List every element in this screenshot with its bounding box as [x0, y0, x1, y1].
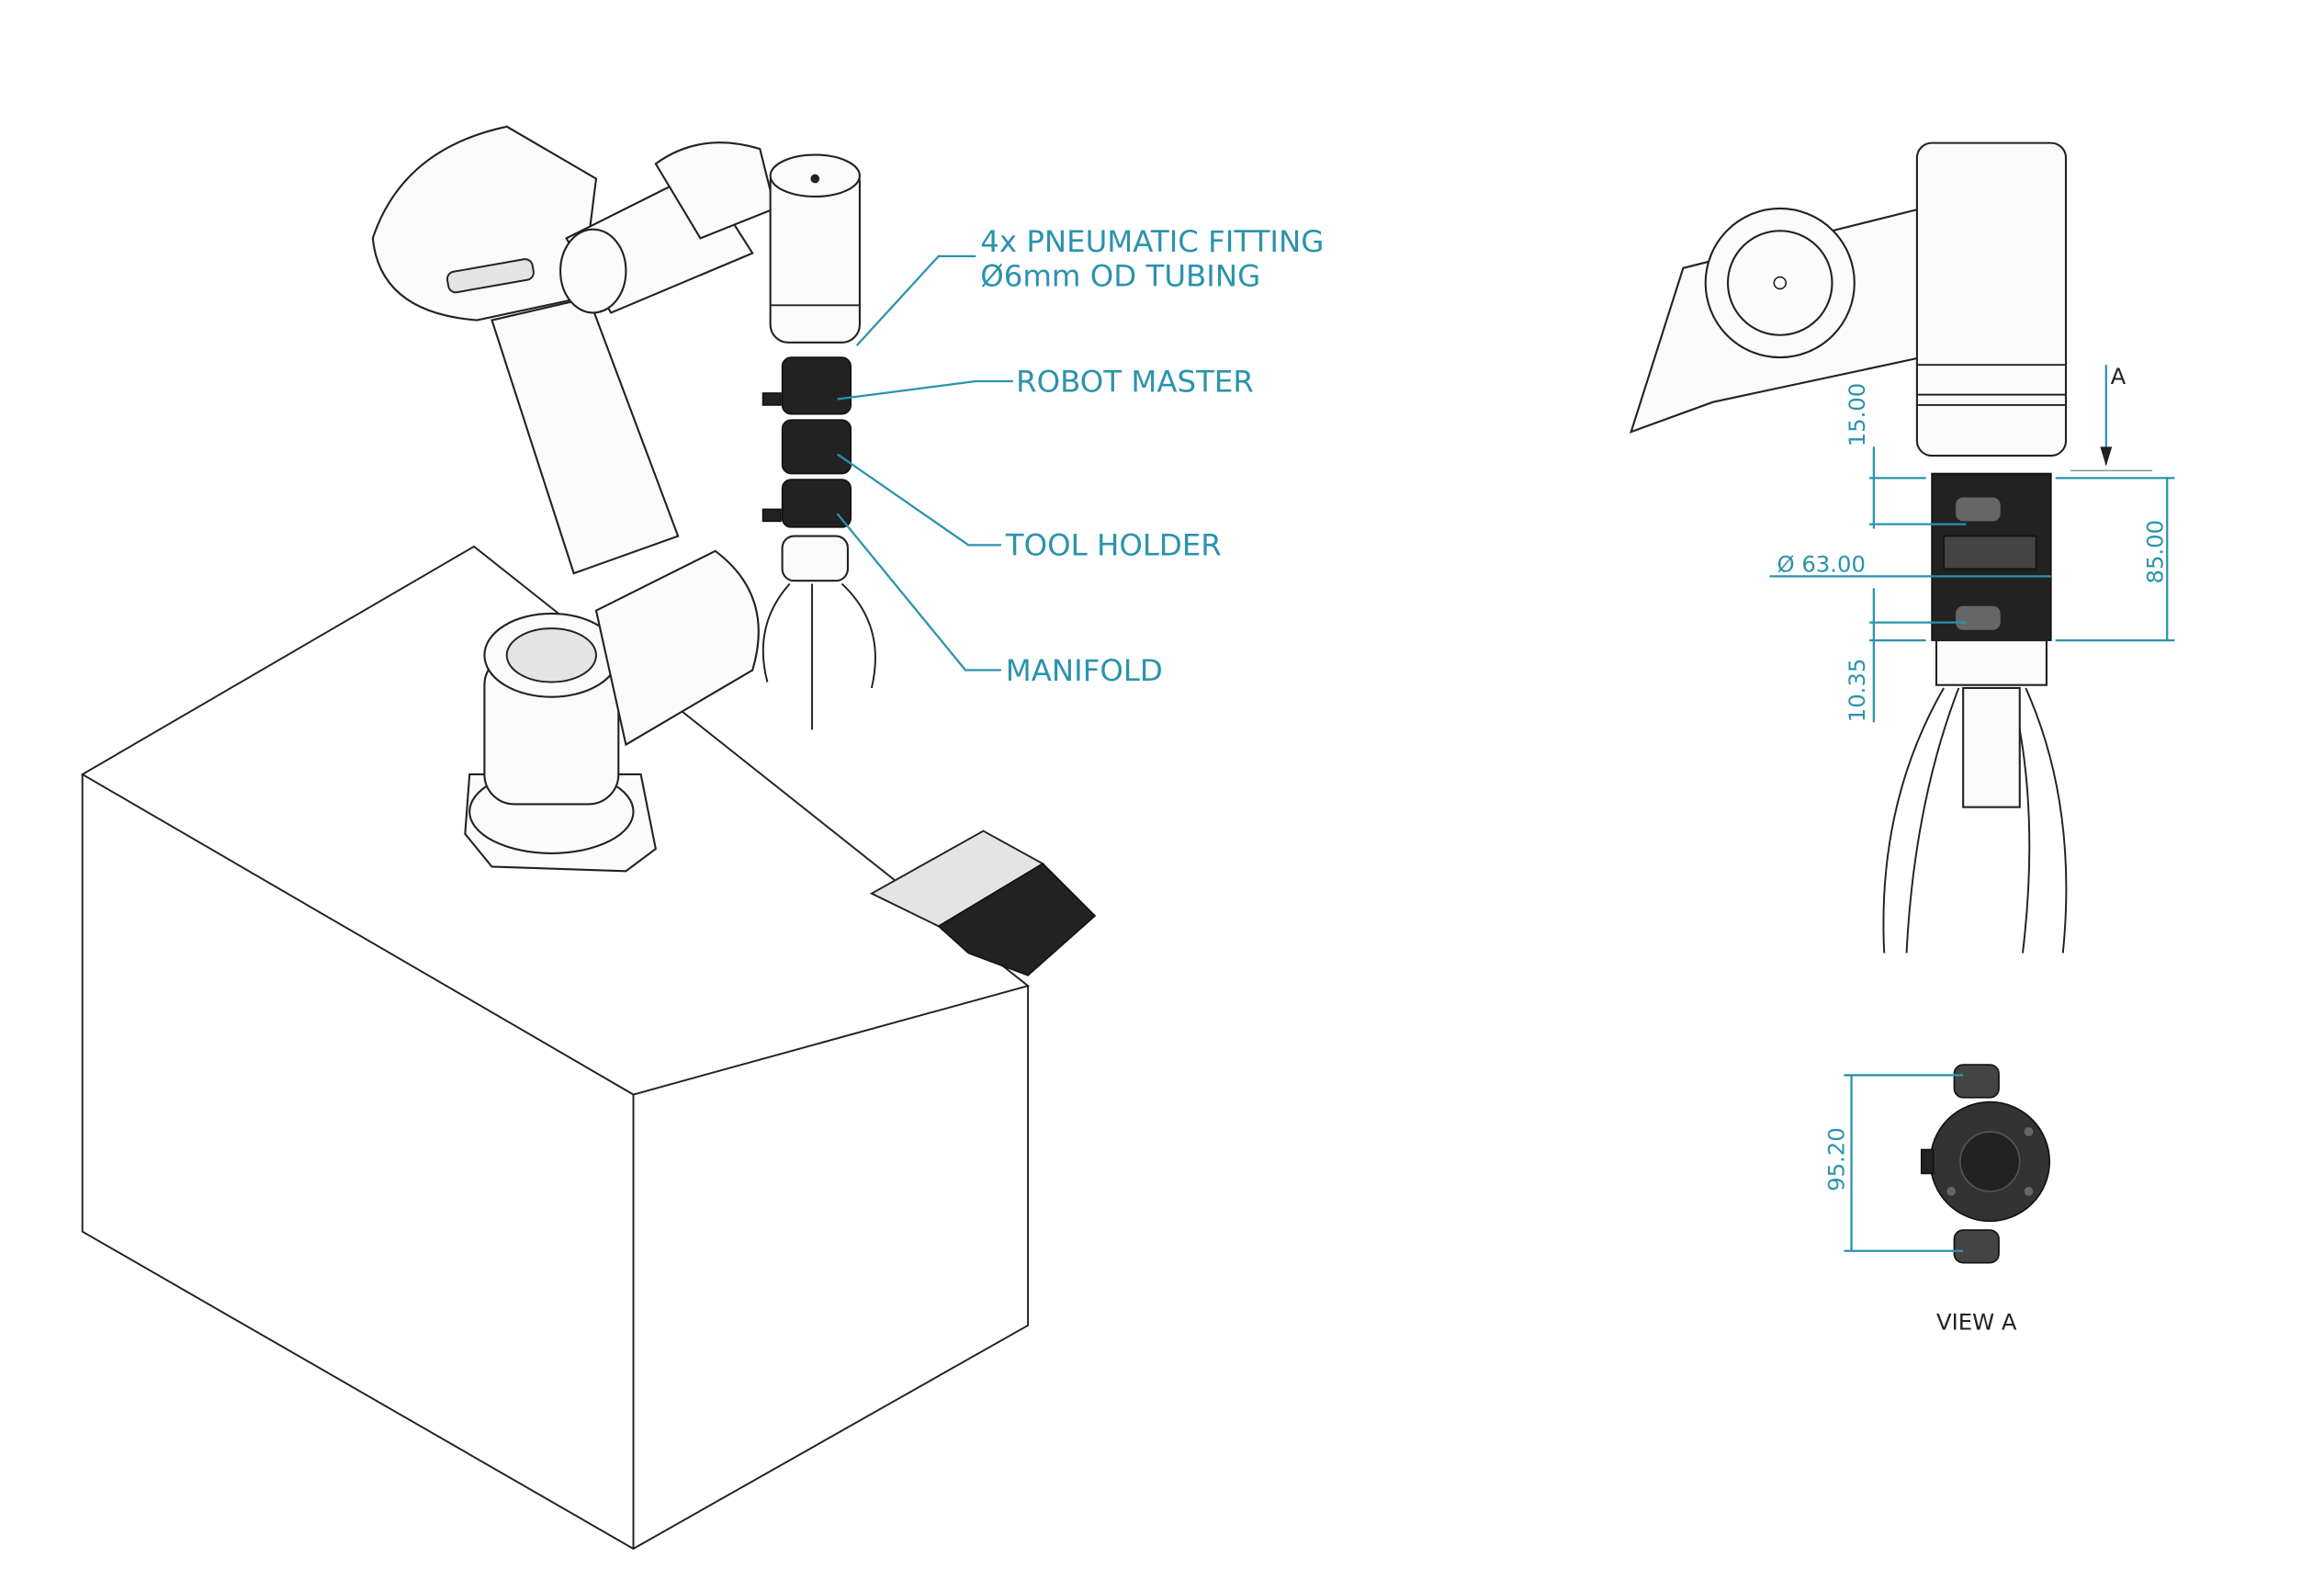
tool-holder-part	[781, 419, 852, 475]
callout-manifold: MANIFOLD	[1006, 653, 1163, 688]
dim-height: 85.00	[2141, 520, 2168, 584]
side-view: A 15.00 Ø 63.00 85.00 10.35	[1629, 141, 2175, 954]
robot-master-part	[781, 356, 852, 415]
view-a: 95.20 VIEW A	[1822, 1064, 2050, 1336]
robot-arm-isometric	[371, 125, 861, 873]
dim-diameter: Ø 63.00	[1777, 551, 1866, 578]
spare-gripper	[869, 830, 1097, 976]
dim-width: 95.20	[1822, 1127, 1849, 1191]
dim-top: 15.00	[1844, 383, 1870, 447]
side-view-dimensions: A 15.00 Ø 63.00 85.00 10.35	[1769, 363, 2175, 723]
callout-tool-holder: TOOL HOLDER	[1005, 528, 1222, 563]
dim-bottom: 10.35	[1844, 659, 1870, 723]
pedestal-box	[80, 545, 1031, 1551]
callout-robot-master: ROBOT MASTER	[1016, 364, 1254, 399]
callout-fitting-line1: 4x PNEUMATIC FITTING	[980, 224, 1324, 259]
view-a-caption: VIEW A	[1936, 1309, 2017, 1336]
tool-changer-stack	[762, 356, 876, 730]
section-marker: A	[2111, 363, 2127, 389]
callouts: 4x PNEUMATIC FITTING Ø6mm OD TUBING ROBO…	[836, 224, 1324, 688]
manifold-part	[781, 479, 852, 528]
callout-fitting-line2: Ø6mm OD TUBING	[980, 258, 1260, 293]
